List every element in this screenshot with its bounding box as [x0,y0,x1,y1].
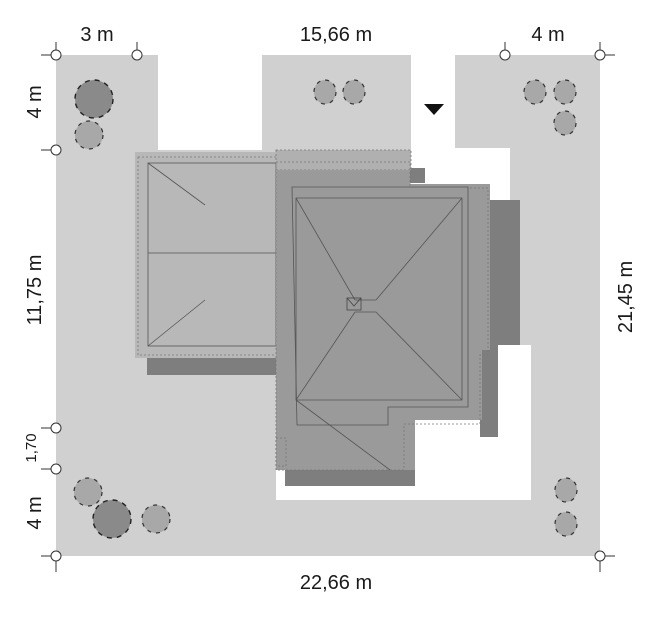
tree-icon [553,79,577,105]
dim-top-right: 4 m [531,24,564,46]
plot-cutout-left [158,50,262,150]
entrance-path [411,50,455,148]
tree-icon [553,110,577,136]
dim-top-middle: 15,66 m [300,24,372,46]
house-upper-block [275,149,412,171]
dim-top-left: 3 m [80,24,113,46]
tree-icon [92,499,132,539]
dim-left-top: 4 m [24,85,46,118]
tree-icon [141,504,171,534]
tree-icon [74,79,114,119]
tree-icon [74,120,104,150]
dim-left-small: 1,70 [23,433,40,462]
stairs [275,437,287,467]
tree-icon [313,79,337,105]
tree-icon [342,79,366,105]
house-left-wing [135,152,278,358]
tree-icon [73,477,103,507]
arrow-down-icon [424,104,444,115]
dim-right: 21,45 m [615,261,637,333]
chimney-icon [346,297,362,311]
trees [73,79,578,539]
house-main [275,161,490,471]
tree-icon [523,79,547,105]
tree-icon [554,477,578,503]
dimension-markers [41,42,615,572]
tree-icon [554,511,578,537]
dim-left-bottom: 4 m [24,496,46,529]
dim-bottom: 22,66 m [300,572,372,594]
dim-left-middle: 11,75 m [24,255,46,326]
